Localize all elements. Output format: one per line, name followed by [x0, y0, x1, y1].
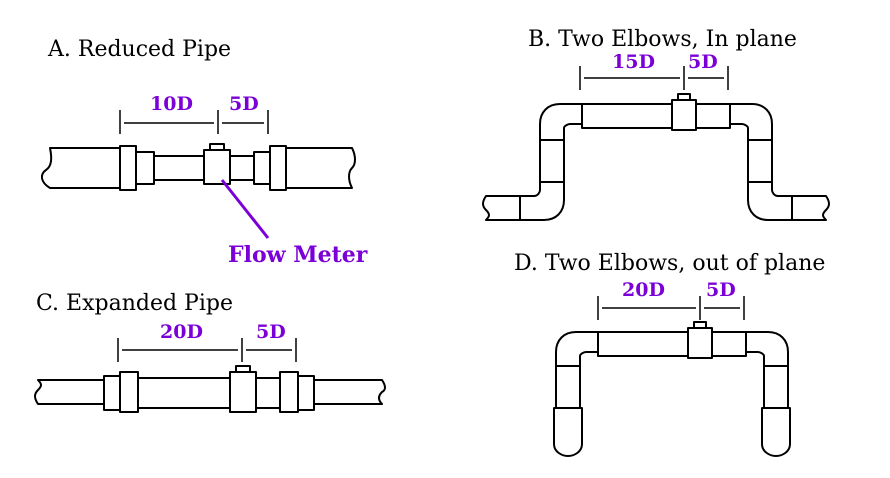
panel-a-reducer [135, 151, 155, 185]
panel-d-title: D. Two Elbows, out of plane [514, 251, 825, 276]
panel-a-flow-meter [203, 149, 231, 185]
panel-d-two-elbows-out-of-plane: D. Two Elbows, out of plane 20D 5D [514, 251, 825, 457]
panel-c-expander [103, 375, 121, 411]
panel-a-reduced-outlet [229, 155, 255, 181]
flow-meter-callout-label: Flow Meter [228, 242, 368, 268]
panel-b-dim2-label: 5D [688, 51, 718, 73]
panel-a-dimension: 10D 5D [119, 93, 269, 134]
panel-c-meter-cap [235, 365, 251, 373]
panel-b-inlet-pipe [482, 195, 521, 221]
panel-c-inlet-pipe [34, 379, 105, 405]
panel-b-title: B. Two Elbows, In plane [528, 27, 797, 52]
panel-b-two-elbows-in-plane: B. Two Elbows, In plane 15D 5D [482, 27, 830, 221]
panel-b-outlet-pipe [791, 195, 830, 221]
panel-b-left-riser [539, 139, 565, 183]
panel-d-right-leg-end [761, 407, 791, 457]
panel-c-dim2-label: 5D [256, 321, 286, 343]
panel-a-dim2-label: 5D [229, 93, 259, 115]
panel-c-reducer [297, 375, 315, 411]
panel-b-upstream-run [581, 103, 673, 129]
panel-a-reduced-section [153, 155, 205, 181]
panel-a-meter-cap [209, 143, 225, 151]
panel-d-dim1-label: 20D [622, 279, 665, 301]
panel-b-right-upper-elbow [729, 103, 773, 141]
panel-a-reduced-pipe: A. Reduced Pipe 10D 5D Flow [40, 37, 368, 268]
panel-b-downstream-run [695, 103, 731, 129]
panel-c-title: C. Expanded Pipe [36, 291, 233, 316]
panel-d-meter-cap [693, 321, 707, 329]
panel-b-right-riser [747, 139, 773, 183]
panel-d-downstream-run [711, 331, 747, 357]
panel-d-dimension: 20D 5D [597, 279, 745, 320]
panel-a-dim1-label: 10D [150, 93, 193, 115]
panel-a-pipe [40, 143, 356, 191]
panel-c-dim1-label: 20D [160, 321, 203, 343]
panel-b-left-upper-elbow [539, 103, 583, 141]
panel-c-outlet-pipe [313, 379, 386, 405]
panel-c-outlet-flange [279, 371, 299, 413]
panel-b-meter-cap [677, 93, 691, 101]
panel-b-dim1-label: 15D [612, 51, 655, 73]
panel-c-expanded-section [137, 377, 231, 409]
panel-c-expanded-pipe: C. Expanded Pipe 20D 5D [34, 291, 386, 413]
panel-d-upstream-run [597, 331, 689, 357]
panel-a-inlet-pipe [40, 147, 121, 189]
panel-b-flow-meter [671, 99, 697, 131]
panel-a-expander [253, 151, 271, 185]
flow-meter-callout-line [220, 179, 270, 239]
panel-a-inlet-flange [119, 145, 137, 191]
panel-d-right-elbow [745, 331, 789, 367]
panel-d-pipe [553, 321, 791, 457]
panel-d-left-elbow [555, 331, 599, 367]
panel-a-outlet-pipe [285, 147, 356, 189]
flow-meter-callout: Flow Meter [220, 179, 368, 268]
panel-d-right-leg [763, 365, 789, 409]
panel-d-left-leg-end [553, 407, 583, 457]
panel-b-pipe [482, 93, 830, 221]
panel-d-dim2-label: 5D [706, 279, 736, 301]
panel-a-title: A. Reduced Pipe [47, 37, 231, 62]
panel-b-left-lower-elbow [519, 181, 565, 221]
panel-d-left-leg [555, 365, 581, 409]
panel-c-expanded-outlet [255, 377, 281, 409]
panel-c-dimension: 20D 5D [117, 321, 297, 362]
panel-d-flow-meter [687, 327, 713, 359]
panel-c-pipe [34, 365, 386, 413]
panel-a-outlet-flange [269, 145, 287, 191]
panel-b-right-lower-elbow [747, 181, 793, 221]
panel-c-inlet-flange [119, 371, 139, 413]
panel-c-flow-meter [229, 371, 257, 413]
panel-b-dimension: 15D 5D [579, 51, 729, 90]
